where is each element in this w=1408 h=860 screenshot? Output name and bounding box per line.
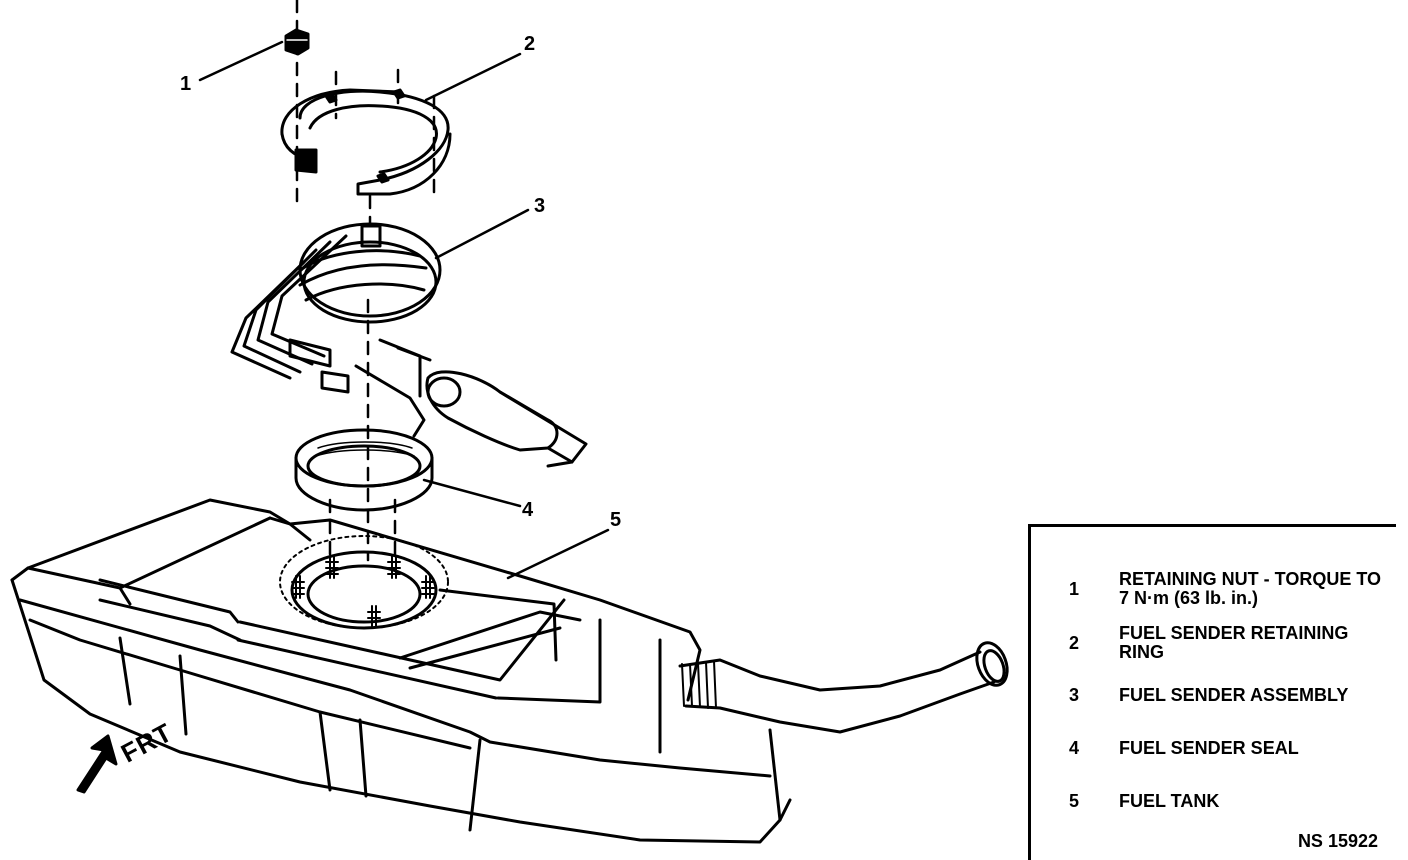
fuel-sender-retaining-ring <box>280 88 452 196</box>
front-arrow-icon <box>76 734 118 794</box>
legend-item-text: RETAINING NUT - TORQUE TO 7 N·m (63 lb. … <box>1119 569 1382 608</box>
legend-item-number: 5 <box>1069 791 1080 811</box>
leader-lines <box>198 40 610 580</box>
legend-item-text: FUEL TANK <box>1119 791 1220 811</box>
callout-4: 4 <box>522 499 534 521</box>
fuel-sender-assembly <box>230 222 588 468</box>
retaining-nut <box>284 28 310 56</box>
legend-item-number: 1 <box>1069 579 1080 599</box>
legend-item-text: FUEL SENDER RETAINING RING <box>1119 623 1349 662</box>
callout-3: 3 <box>534 195 546 217</box>
parts-legend: 1 RETAINING NUT - TORQUE TO 7 N·m (63 lb… <box>1028 524 1396 860</box>
legend-item-text: FUEL SENDER ASSEMBLY <box>1119 685 1349 705</box>
fuel-tank <box>10 498 1009 844</box>
fuel-sender-seal <box>294 428 434 512</box>
callout-5: 5 <box>610 509 622 531</box>
legend-item-number: 2 <box>1069 633 1080 653</box>
legend-item-text: FUEL SENDER SEAL <box>1119 738 1299 758</box>
callout-1: 1 <box>180 73 192 95</box>
reference-code: NS 15922 <box>1297 831 1378 851</box>
legend-item-number: 4 <box>1069 738 1080 758</box>
legend-item-number: 3 <box>1069 685 1080 705</box>
callout-2: 2 <box>524 33 536 55</box>
